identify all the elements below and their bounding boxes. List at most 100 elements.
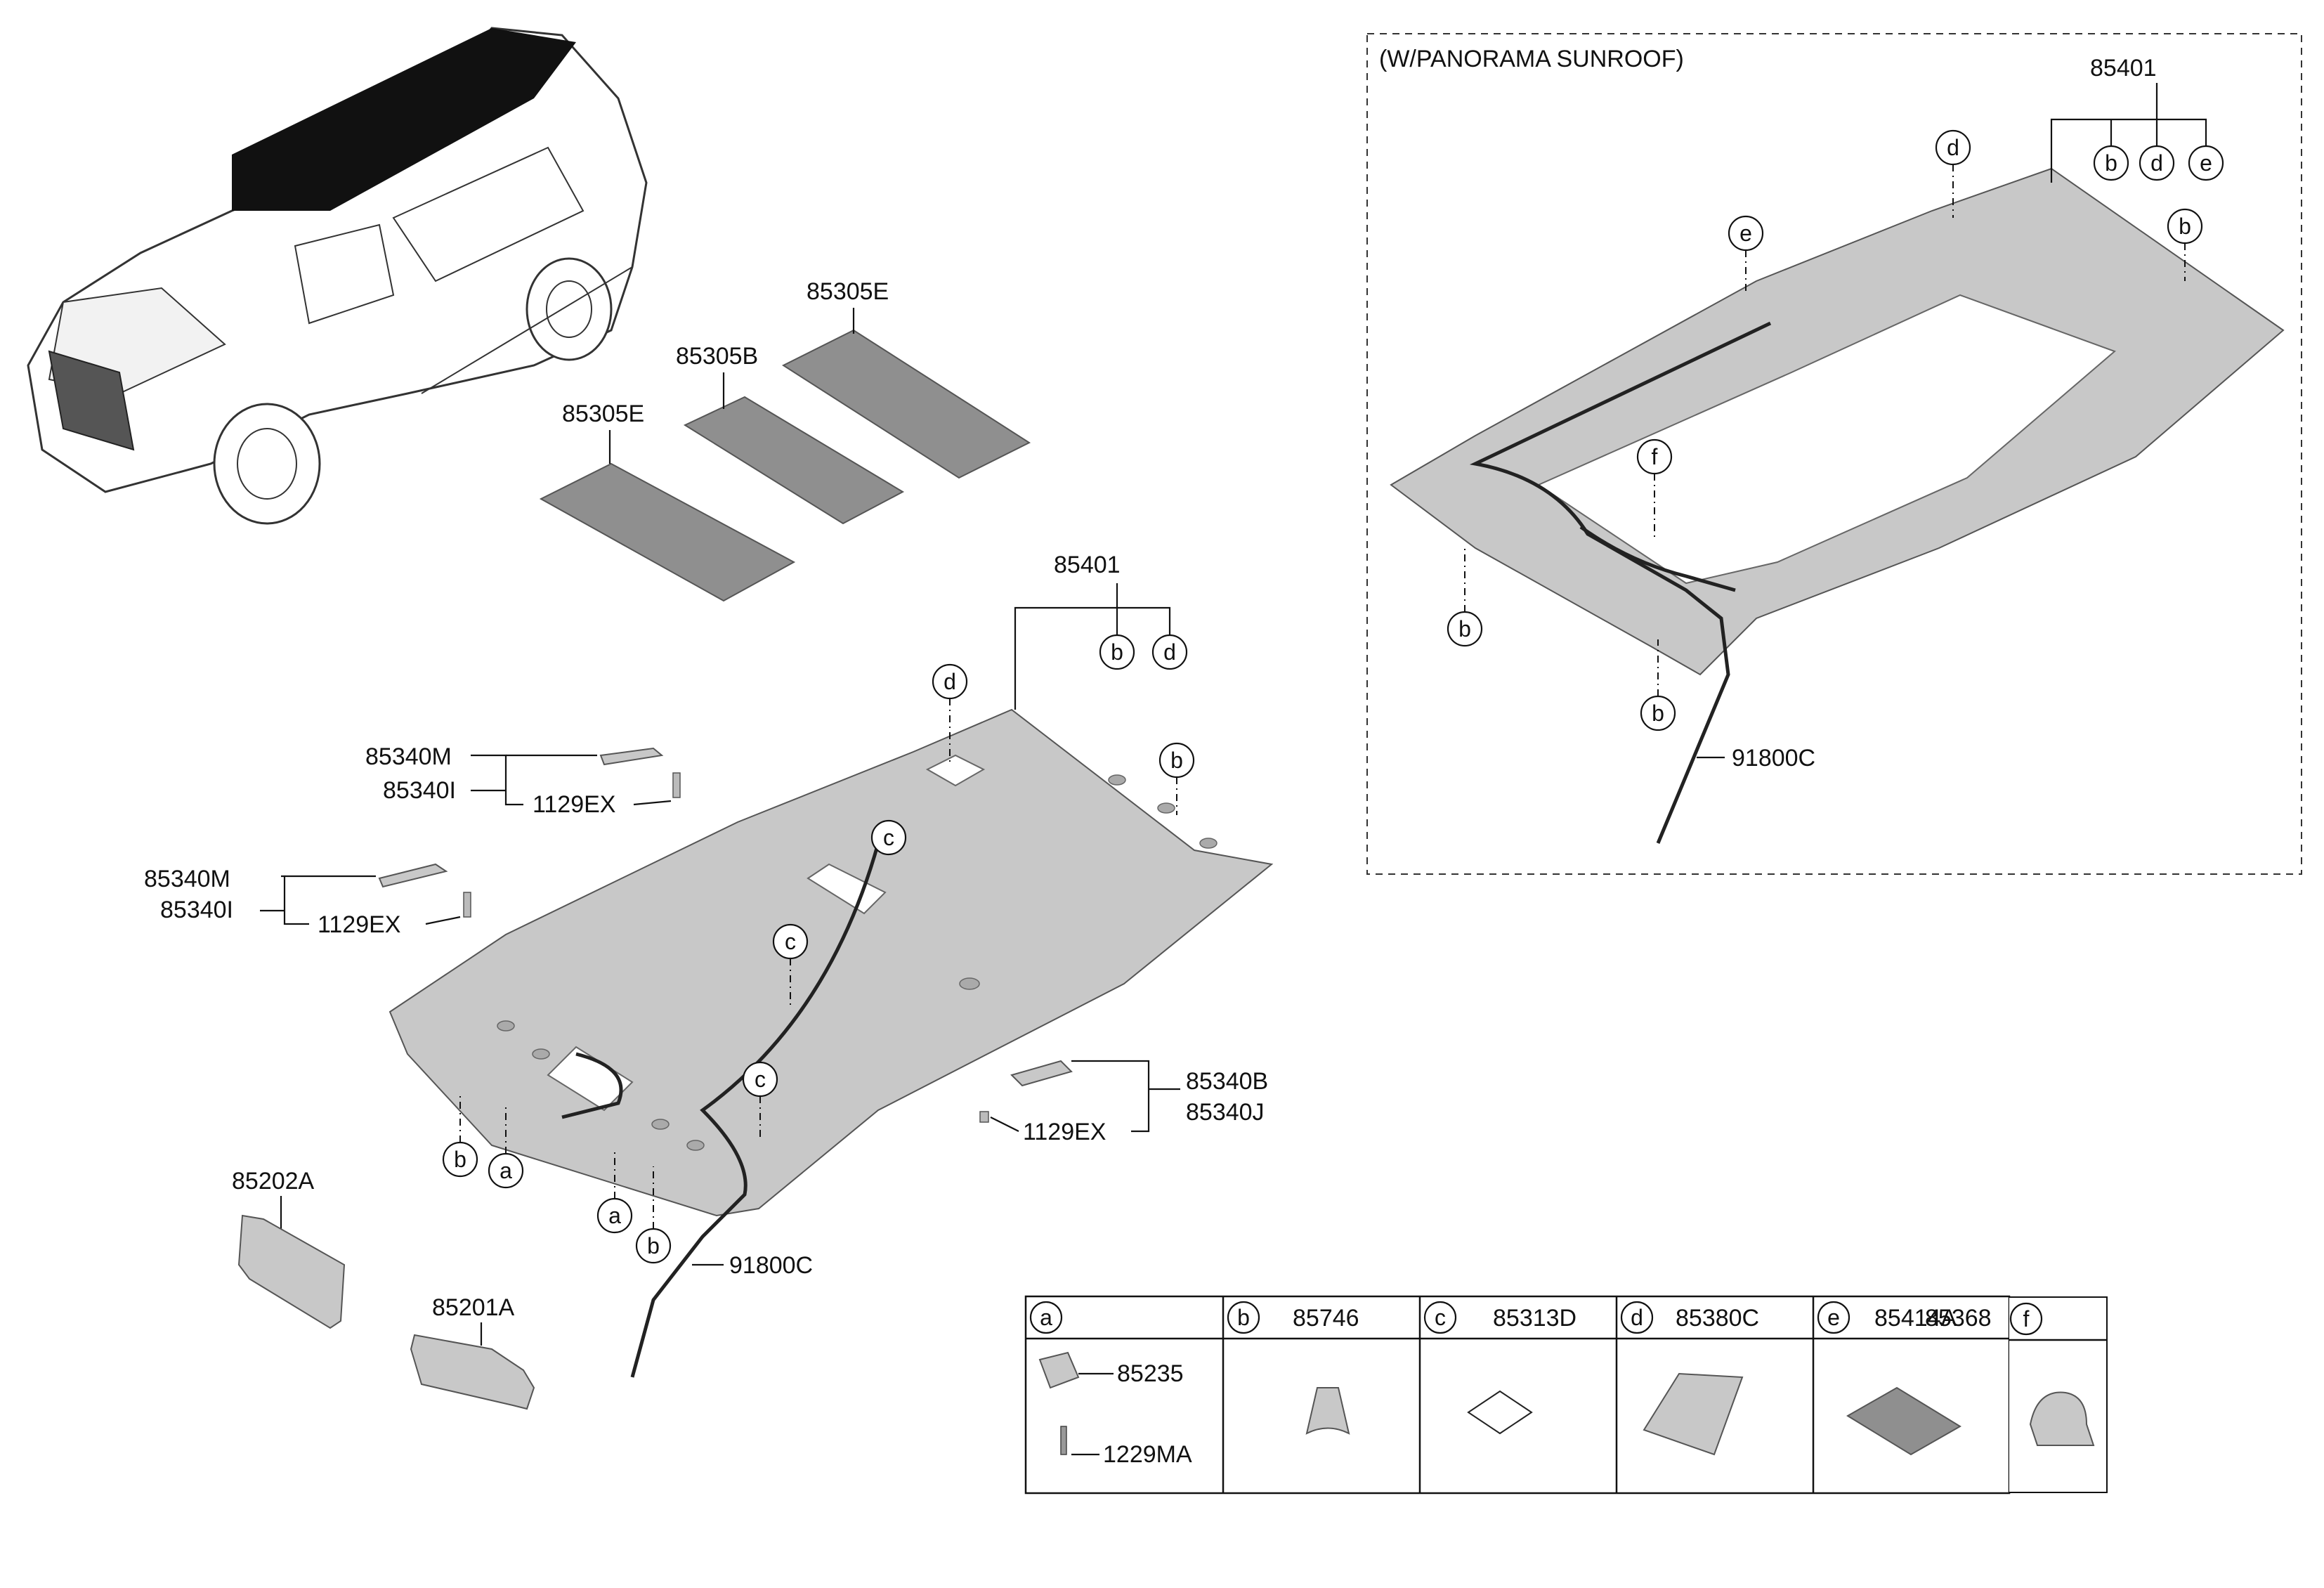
svg-text:c: c	[1435, 1305, 1446, 1330]
callout-e-sunroof-bracket: e	[2188, 145, 2224, 181]
svg-text:f: f	[2023, 1306, 2030, 1332]
callout-c-top: c	[870, 819, 907, 856]
assist-grip-right: 85340B 85340J 1129EX	[979, 1060, 1268, 1145]
part-label: 91800C	[729, 1252, 813, 1279]
part-label: 1129EX	[533, 791, 615, 818]
svg-text:f: f	[1652, 444, 1658, 469]
part-label: 85305E	[562, 401, 644, 427]
part-label: 85340M	[365, 743, 452, 770]
svg-text:d: d	[2150, 150, 2163, 176]
part-label: 85340J	[1186, 1099, 1265, 1126]
svg-text:e: e	[2200, 150, 2212, 176]
svg-text:d: d	[944, 669, 956, 694]
parts-legend-table: a 85235 1229MA b 85746 c 85313D d 85380C	[1024, 1295, 2011, 1495]
roof-pad-85305B: 85305B	[676, 343, 905, 525]
callout-f-sunroof: f	[1636, 438, 1673, 541]
callout-b-main-bracket: b	[1099, 634, 1135, 670]
callout-a-center: a	[596, 1152, 633, 1234]
part-label: 85201A	[432, 1294, 515, 1321]
assist-grip-top: 85340M 85340I 1129EX	[365, 743, 681, 818]
svg-text:a: a	[500, 1158, 512, 1183]
legend-f-svg: f	[2009, 1302, 2108, 1446]
legend-part-number: 85380C	[1676, 1305, 1759, 1332]
legend-cell-a: a 85235 1229MA	[1029, 1301, 1192, 1468]
assist-grip-left: 85340M 85340I 1129EX	[144, 863, 471, 938]
callout-b-sunroof-center: b	[1640, 639, 1676, 731]
svg-text:d: d	[1947, 135, 1959, 160]
label-91800C-main: 91800C	[692, 1252, 813, 1279]
legend-cell-b: b 85746	[1227, 1301, 1359, 1435]
svg-text:c: c	[785, 929, 796, 954]
legend-cell-f: 85368	[1925, 1305, 1992, 1332]
bezel-icon	[1643, 1372, 1744, 1456]
svg-text:a: a	[608, 1203, 621, 1228]
svg-text:b: b	[647, 1233, 660, 1258]
screw-icon	[1060, 1426, 1067, 1455]
callout-e-sunroof: e	[1728, 215, 1764, 295]
part-label: 85340B	[1186, 1068, 1268, 1095]
legend-part-number: 85746	[1293, 1305, 1359, 1332]
part-label: 85202A	[232, 1168, 315, 1195]
callout-c-mid: c	[772, 923, 809, 1005]
svg-text:c: c	[883, 825, 894, 850]
legend-cell-c: c 85313D	[1423, 1301, 1576, 1435]
svg-text:b: b	[1111, 639, 1123, 665]
callout-c-low: c	[742, 1061, 778, 1138]
svg-text:b: b	[1652, 701, 1664, 726]
svg-text:b: b	[1170, 748, 1183, 773]
part-label: 1129EX	[318, 911, 400, 938]
legend-part-number: 85414A	[1874, 1305, 1957, 1332]
roof-highlight	[232, 28, 576, 211]
part-label: 85340M	[144, 866, 230, 892]
svg-text:c: c	[755, 1067, 766, 1092]
legend-subpart: 85235	[1117, 1360, 1184, 1387]
svg-text:b: b	[1458, 616, 1471, 642]
callout-b-center: b	[635, 1166, 672, 1264]
svg-text:d: d	[1631, 1305, 1643, 1330]
legend-part-number: 85368	[1925, 1305, 1992, 1332]
legend-subpart: 1229MA	[1103, 1441, 1192, 1468]
legend-part-number: 85313D	[1493, 1305, 1576, 1332]
callout-b-sunroof-left: b	[1447, 548, 1483, 647]
sun-visor-85202A: 85202A	[232, 1168, 346, 1329]
svg-text:e: e	[1739, 221, 1752, 246]
svg-text:d: d	[1163, 639, 1176, 665]
part-label: 85401	[2090, 55, 2157, 82]
part-label: 85305B	[676, 343, 758, 370]
svg-text:b: b	[1237, 1305, 1250, 1330]
roof-pad-85305E-right: 85305E	[781, 278, 1031, 479]
callout-b-sunroof-bracket: b	[2093, 145, 2129, 181]
svg-text:e: e	[1827, 1305, 1840, 1330]
part-label: 85305E	[807, 278, 889, 305]
svg-text:b: b	[2105, 150, 2117, 176]
svg-text:b: b	[2179, 214, 2191, 239]
part-label: 85340I	[160, 897, 233, 923]
callout-b-main-right: b	[1158, 742, 1195, 815]
svg-text:a: a	[1040, 1305, 1052, 1330]
part-label: 85340I	[383, 777, 456, 804]
part-label: 91800C	[1732, 745, 1815, 772]
svg-text:b: b	[454, 1147, 466, 1172]
vehicle-illustration	[27, 27, 648, 525]
roof-pad-85305E-left: 85305E	[539, 401, 796, 602]
pad-icon	[1846, 1386, 1961, 1456]
legend-cell-f-extension: f	[2009, 1296, 2108, 1493]
section-title: (W/PANORAMA SUNROOF)	[1379, 46, 1684, 72]
part-label: 1129EX	[1023, 1119, 1106, 1145]
callout-d-main-bracket: d	[1151, 634, 1188, 670]
label-85401-main: 85401	[1014, 552, 1171, 710]
bracket-icon	[1038, 1351, 1080, 1389]
callout-b-left: b	[442, 1096, 478, 1178]
callout-b-sunroof-right: b	[2167, 208, 2203, 281]
clip-icon	[1305, 1387, 1350, 1435]
callout-d-sunroof-bracket: d	[2139, 145, 2175, 181]
legend-cell-e: e 85414A	[1817, 1301, 1961, 1456]
legend-cell-d: d 85380C	[1620, 1301, 1759, 1456]
sun-visor-85201A: 85201A	[410, 1294, 535, 1410]
fastener-icon	[2029, 1391, 2095, 1446]
tape-icon	[1467, 1390, 1533, 1435]
sunroof-section: (W/PANORAMA SUNROOF) 85401 b d e d b	[1366, 33, 2302, 875]
part-label: 85401	[1054, 552, 1121, 578]
callout-d-main: d	[932, 663, 968, 766]
